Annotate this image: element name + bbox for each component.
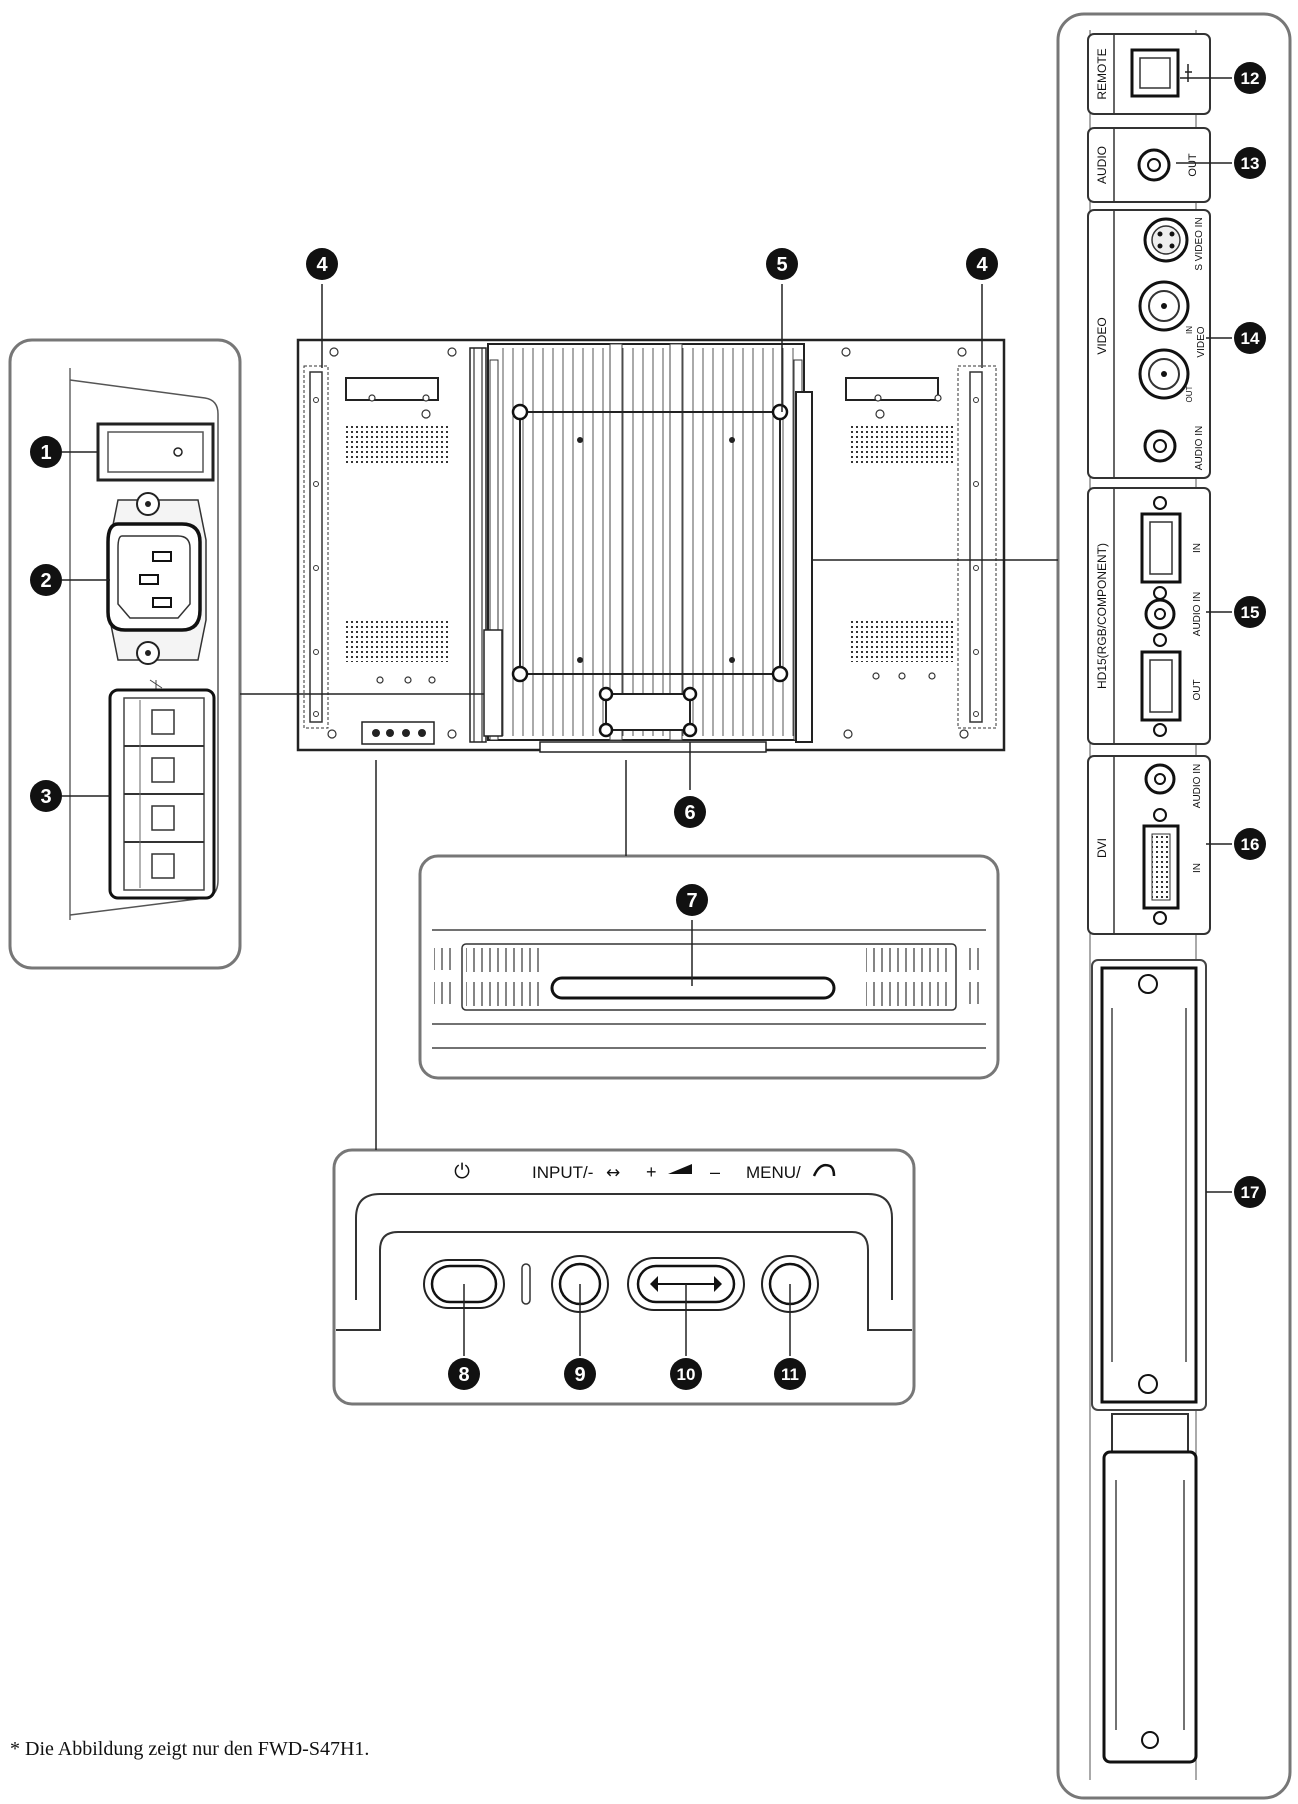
- callout-4-right: 4: [976, 254, 988, 276]
- hd15-in-port[interactable]: [1140, 496, 1182, 600]
- remote-port[interactable]: [1130, 48, 1192, 98]
- speaker-terminals[interactable]: [108, 679, 216, 900]
- power-symbol-label: ⏻: [454, 1159, 470, 1183]
- return-icon: [812, 1163, 836, 1177]
- video-in-bnc[interactable]: [1138, 280, 1190, 332]
- dvi-section-label: DVI: [1095, 838, 1109, 858]
- input-symbol-label: ↔: [606, 1163, 620, 1183]
- vesa-mount-holes: [511, 403, 789, 683]
- callout-7: 7: [686, 890, 697, 912]
- callout-5: 5: [776, 254, 787, 276]
- audio-out-label: OUT: [1187, 153, 1199, 177]
- callout-8: 8: [458, 1364, 469, 1386]
- dvi-in-label: IN: [1192, 863, 1203, 873]
- callout-16: 16: [1241, 835, 1260, 854]
- footnote: * Die Abbildung zeigt nur den FWD-S47H1.: [10, 1738, 370, 1760]
- volume-minus-label: –: [710, 1162, 720, 1182]
- volume-wedge-icon: [668, 1164, 692, 1174]
- callout-6: 6: [684, 802, 695, 824]
- hd15-section-label: HD15(RGB/COMPONENT): [1095, 543, 1109, 689]
- stand-mount-holes: [598, 686, 698, 738]
- callout-4-left: 4: [316, 254, 328, 276]
- monitor-rear-view: [296, 338, 1006, 753]
- volume-plus-label: +: [646, 1162, 657, 1182]
- callout-2: 2: [40, 570, 51, 592]
- power-panel: [8, 338, 242, 970]
- s-video-in-label: S VIDEO IN: [1194, 217, 1205, 270]
- video-audio-in-label: AUDIO IN: [1194, 426, 1205, 470]
- audio-section-label: AUDIO: [1095, 146, 1109, 184]
- callout-3: 3: [40, 786, 51, 808]
- video-out-bnc[interactable]: [1138, 348, 1190, 400]
- callout-17: 17: [1241, 1183, 1260, 1202]
- audio-out-jack[interactable]: [1137, 148, 1171, 182]
- remote-label: REMOTE: [1095, 48, 1109, 99]
- video-word-label: VIDEO: [1196, 326, 1207, 357]
- callout-10: 10: [677, 1365, 696, 1384]
- video-in-label: IN: [1185, 326, 1194, 334]
- callout-14: 14: [1241, 329, 1260, 348]
- dvi-in-port[interactable]: [1142, 808, 1180, 925]
- leader-lines: [62, 77, 1232, 1193]
- video-out-label: OUT: [1185, 385, 1194, 402]
- callout-9: 9: [574, 1364, 585, 1386]
- main-power-switch[interactable]: [96, 422, 215, 482]
- control-buttons-panel: ⏻ INPUT/- ↔ + – MENU/: [332, 1148, 916, 1406]
- callout-13: 13: [1241, 154, 1260, 173]
- callout-12: 12: [1241, 69, 1260, 88]
- callout-11: 11: [781, 1365, 799, 1384]
- hd15-in-label: IN: [1192, 543, 1203, 553]
- dvi-audio-in-jack[interactable]: [1144, 763, 1176, 795]
- callout-badges: 1 2 3 4 5 4 6 7 8 9 10 11 12 13 14 15 16…: [30, 62, 1266, 1390]
- connector-panel: REMOTE AUDIO OUT VIDEO S VIDEO IN: [1056, 12, 1292, 1800]
- s-video-in-port[interactable]: [1143, 217, 1189, 263]
- callout-1: 1: [40, 442, 51, 464]
- option-slot-cover[interactable]: [1091, 959, 1207, 1764]
- hd15-out-port[interactable]: [1140, 633, 1182, 737]
- hd15-audio-in-jack[interactable]: [1144, 598, 1176, 630]
- option-slot-panel: [418, 854, 1000, 1080]
- ac-inlet[interactable]: [106, 492, 207, 665]
- hd15-out-label: OUT: [1192, 679, 1203, 700]
- callout-15: 15: [1241, 603, 1260, 622]
- video-section-label: VIDEO: [1095, 317, 1109, 354]
- dvi-audio-in-label: AUDIO IN: [1192, 764, 1203, 808]
- menu-label: MENU/: [746, 1163, 801, 1182]
- hd15-audio-in-label: AUDIO IN: [1192, 592, 1203, 636]
- video-audio-in-jack[interactable]: [1143, 429, 1177, 463]
- input-label: INPUT/-: [532, 1163, 593, 1182]
